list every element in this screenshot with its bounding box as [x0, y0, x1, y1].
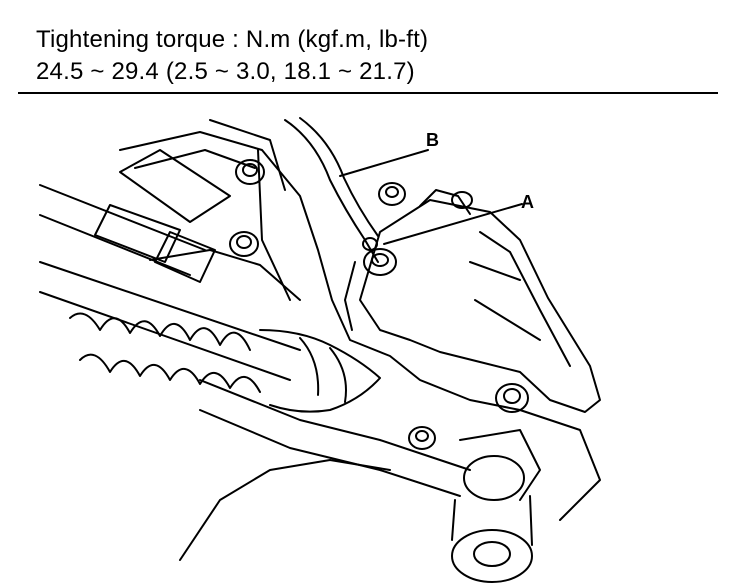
brake-caliper-diagram: B A [39, 117, 601, 583]
cv-boot [69, 312, 381, 413]
callout-label-b: B [426, 130, 439, 150]
lower-control-arm [199, 379, 541, 583]
knuckle-bolt-lower [229, 231, 259, 257]
caliper-lower-bolt [495, 383, 529, 413]
caliper-guide-bolt [362, 237, 397, 276]
torque-spec-heading: Tightening torque : N.m (kgf.m, lb-ft) [36, 26, 429, 53]
leader-lines [339, 149, 523, 245]
torque-spec-box: Tightening torque : N.m (kgf.m, lb-ft) 2… [18, 16, 718, 94]
callout-label-a: A [521, 192, 534, 212]
knuckle-bolt-bottom [408, 426, 436, 450]
torque-spec-values: 24.5 ~ 29.4 (2.5 ~ 3.0, 18.1 ~ 21.7) [36, 58, 415, 85]
drive-shaft-lines [39, 149, 301, 381]
steering-knuckle [119, 119, 601, 561]
knuckle-bolt-upper [235, 159, 265, 185]
brake-caliper [344, 182, 601, 413]
